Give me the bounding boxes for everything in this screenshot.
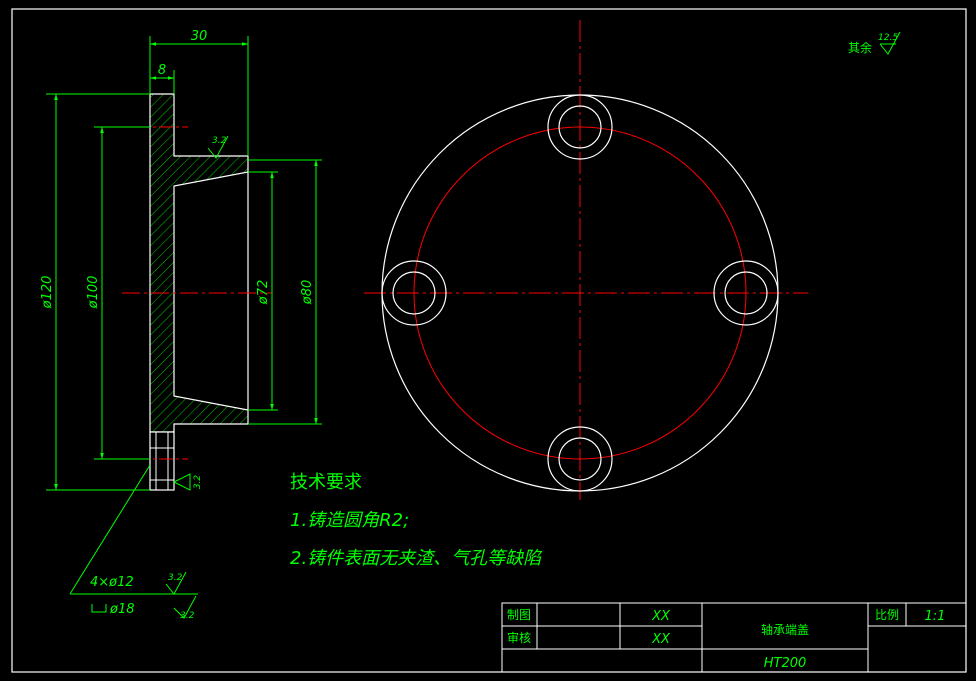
tech-req-item-1: 1.铸造圆角R2; xyxy=(290,510,409,531)
bolt-hole-top xyxy=(547,94,613,160)
scale-value: 1:1 xyxy=(925,609,946,624)
section-hatch xyxy=(149,93,249,433)
dim-dia-80: ø80 xyxy=(300,280,315,306)
bolt-hole-section xyxy=(149,431,175,491)
tech-req-item-2: 2.铸件表面无夹渣、气孔等缺陷 xyxy=(290,548,543,569)
bolt-hole-right xyxy=(713,260,779,326)
dim-holes: 4×ø12 xyxy=(90,575,134,590)
bolt-hole-bottom xyxy=(547,426,613,492)
material: HT200 xyxy=(764,656,807,671)
roughness-face: 3.2 xyxy=(212,136,227,146)
part-name: 轴承端盖 xyxy=(761,622,809,637)
scale-label: 比例 xyxy=(875,608,899,622)
dim-dia-100: ø100 xyxy=(86,276,101,310)
dim-dia-72: ø72 xyxy=(256,280,271,306)
dim-counterbore: ø18 xyxy=(109,602,135,617)
title-block-texts: 制图 XX 审核 XX 轴承端盖 比例 1:1 HT200 xyxy=(507,608,945,671)
technical-requirements: 技术要求 1.铸造圆角R2; 2.铸件表面无夹渣、气孔等缺陷 xyxy=(290,472,543,569)
title-block xyxy=(501,602,967,673)
dimension-lines xyxy=(46,36,322,613)
roughness-others-value: 12.5 xyxy=(878,33,898,43)
dimension-texts: 30 8 ø120 ø100 ø72 ø80 4×ø12 ø18 3.2 3.2… xyxy=(40,29,898,621)
dim-flange-thickness: 8 xyxy=(158,63,166,78)
roughness-others-label: 其余 xyxy=(848,40,872,55)
roughness-hole: 3.2 xyxy=(193,475,203,490)
roughness-symbols xyxy=(165,31,901,619)
tech-req-title: 技术要求 xyxy=(290,472,362,493)
bolt-hole-left xyxy=(381,260,447,326)
roughness-counterbore: 3.2 xyxy=(168,573,183,583)
drawn-value: XX xyxy=(651,609,671,624)
section-view xyxy=(122,93,272,491)
dim-overall-length: 30 xyxy=(191,29,208,44)
drawn-label: 制图 xyxy=(507,608,531,622)
checked-value: XX xyxy=(651,632,671,647)
checked-label: 审核 xyxy=(507,630,531,645)
drawing-border xyxy=(11,8,967,673)
roughness-flange: 3.2 xyxy=(180,611,195,621)
front-view xyxy=(364,20,808,500)
dim-dia-120: ø120 xyxy=(40,276,55,310)
